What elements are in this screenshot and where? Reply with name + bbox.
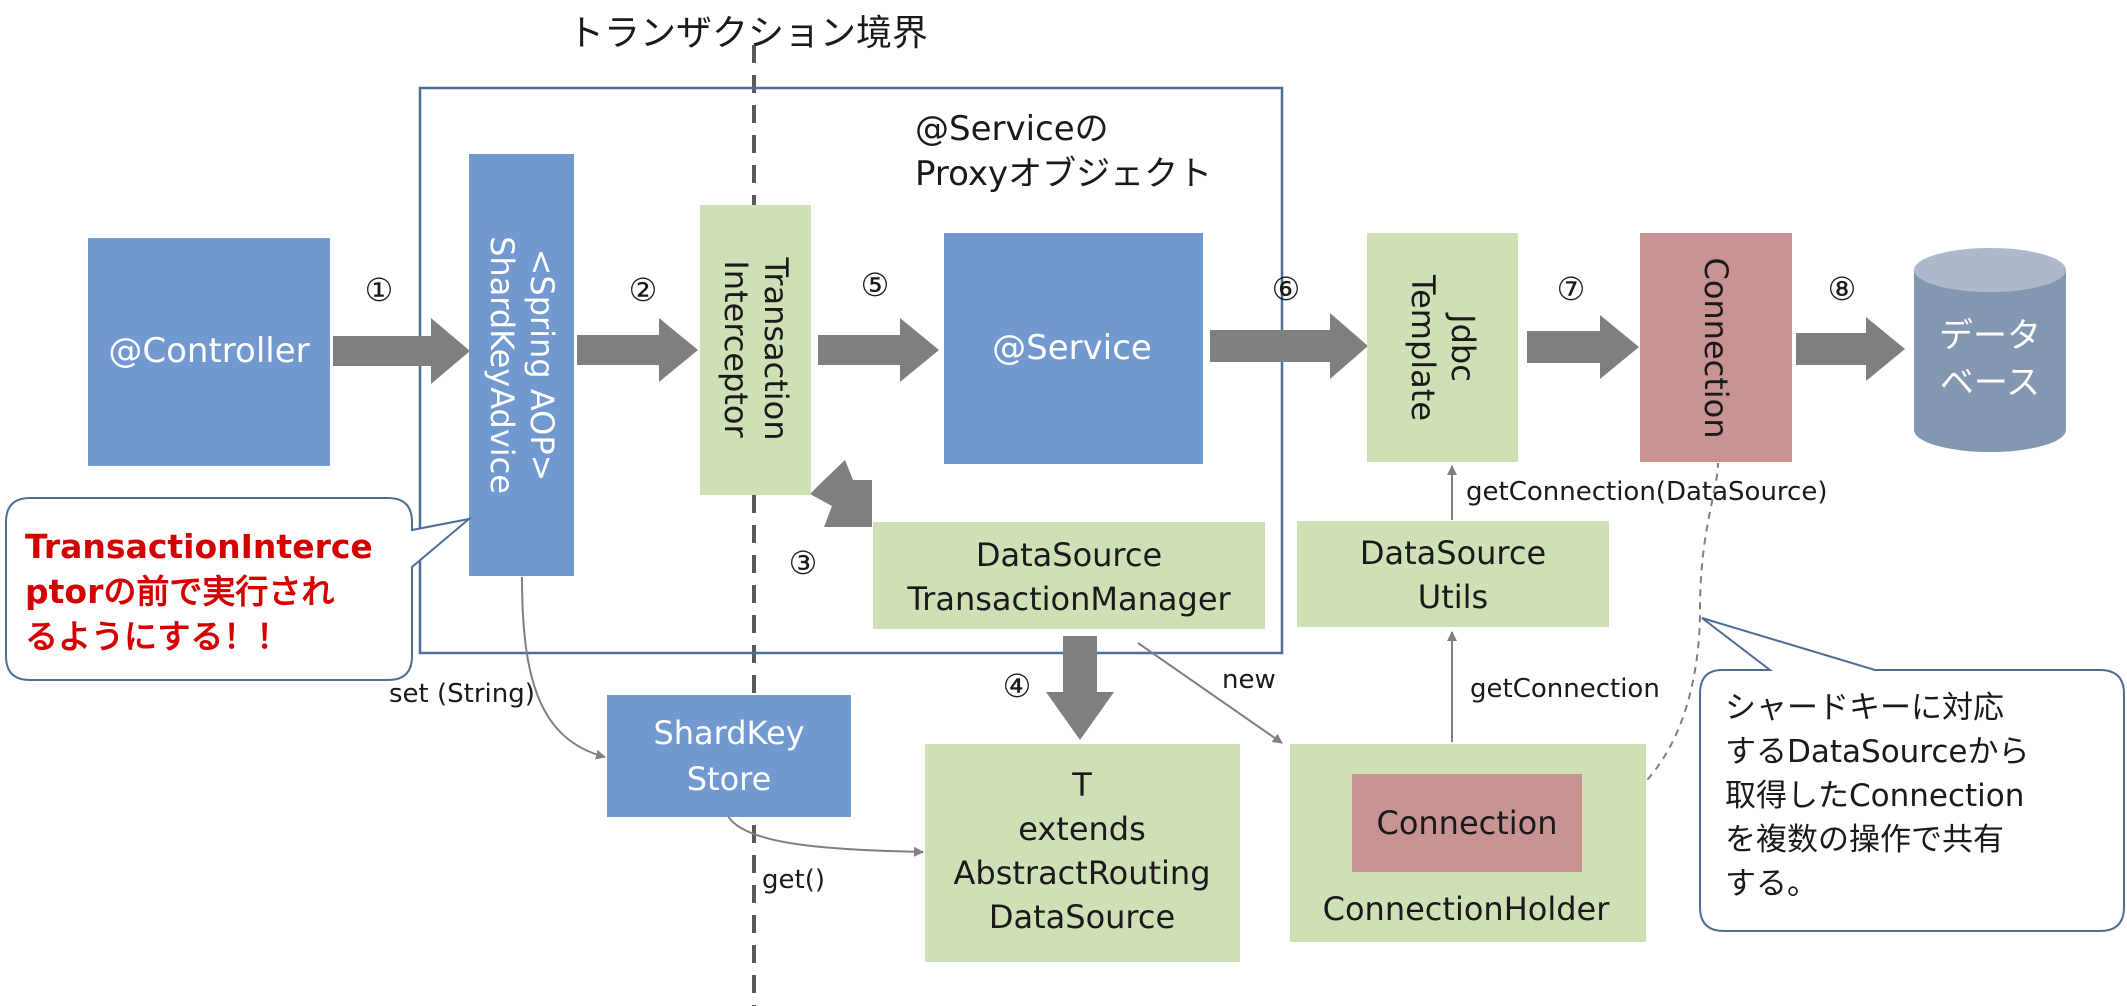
connection-inner-label: Connection (1376, 804, 1557, 842)
right-callout-bubble (1699, 617, 2125, 932)
flow-arrow-6 (1210, 313, 1368, 379)
proxy-label-line-1: @Serviceの (915, 109, 1109, 149)
edge-label-set-string: set (String) (389, 679, 535, 709)
right-callout-line-4: を複数の操作で共有 (1725, 822, 2004, 858)
step-8: ⑧ (1828, 270, 1857, 308)
proxy-label-line-2: Proxyオブジェクト (915, 154, 1212, 194)
flow-arrow-4 (1046, 636, 1114, 740)
connection-holder-label: ConnectionHolder (1323, 890, 1611, 928)
spring-aop-node (469, 154, 574, 576)
spring-aop-label-1: <Spring AOP> (523, 249, 561, 482)
datasource-utils-node (1297, 521, 1609, 627)
spring-aop-label-2: ShardKeyAdvice (483, 236, 521, 494)
shardkey-store-label-1: ShardKey (653, 714, 804, 752)
flow-arrow-7 (1527, 315, 1639, 379)
service-proxy-container (418, 86, 1284, 655)
service-label: @Service (992, 328, 1152, 368)
step-2: ② (629, 271, 658, 309)
routing-ds-label-2: extends (1018, 810, 1146, 848)
controller-node (88, 238, 330, 466)
connection-label: Connection (1697, 257, 1735, 438)
right-callout-line-2: するDataSourceから (1725, 734, 2030, 770)
routing-ds-label-1: T (1071, 766, 1092, 804)
database-label-2: ベース (1940, 363, 2040, 403)
edge-label-getconnection-ds: getConnection(DataSource) (1466, 477, 1827, 507)
step-4: ④ (1003, 667, 1032, 705)
left-callout-line-2: ptorの前で実行され (25, 572, 334, 611)
set-string-connector (521, 576, 606, 760)
routing-ds-label-4: DataSource (989, 898, 1175, 936)
left-callout-line-3: るようにする！！ (25, 617, 289, 656)
transaction-interceptor-label-2: Interceptor (717, 260, 755, 438)
get-connector (727, 815, 924, 857)
ds-tx-manager-label-1: DataSource (976, 536, 1162, 574)
ds-utils-label-2: Utils (1418, 578, 1488, 616)
datasource-transaction-manager-node (873, 522, 1265, 629)
step-3: ③ (789, 544, 818, 582)
database-label-1: データ (1939, 316, 2041, 356)
connection-inner-node (1352, 774, 1582, 872)
routing-ds-label-3: AbstractRouting (953, 854, 1210, 892)
edge-label-new: new (1222, 665, 1276, 695)
step-7: ⑦ (1557, 270, 1586, 308)
step-1: ① (365, 271, 394, 309)
service-node (944, 233, 1203, 464)
flow-arrow-3 (810, 460, 872, 527)
flow-arrow-5 (818, 318, 939, 382)
right-callout-line-1: シャードキーに対応 (1725, 690, 2004, 726)
step-6: ⑥ (1272, 270, 1301, 308)
left-callout-line-1: TransactionInterce (25, 527, 373, 566)
database-node (1914, 248, 2066, 452)
ds-tx-manager-label-2: TransactionManager (906, 580, 1231, 618)
routing-datasource-node (925, 744, 1240, 962)
right-callout-line-5: する。 (1725, 866, 1818, 902)
right-callout-line-3: 取得したConnection (1725, 778, 2024, 814)
flow-arrow-2 (577, 318, 698, 382)
jdbc-template-label-1: Jdbc (1444, 312, 1482, 382)
shardkey-store-node (607, 695, 851, 817)
ds-utils-label-1: DataSource (1360, 534, 1546, 572)
jdbc-template-label-2: Template (1404, 274, 1442, 421)
edge-label-get: get() (762, 865, 825, 895)
jdbc-template-node (1367, 233, 1518, 462)
connection-node (1640, 233, 1792, 462)
step-5: ⑤ (861, 266, 890, 304)
controller-label: @Controller (108, 331, 309, 371)
transaction-interceptor-node (700, 205, 811, 495)
flow-arrow-8 (1796, 317, 1905, 381)
flow-arrow-1 (333, 318, 470, 384)
transaction-boundary-label: トランザクション境界 (568, 13, 928, 54)
shardkey-store-label-2: Store (687, 760, 772, 798)
left-callout-bubble (5, 497, 473, 681)
transaction-interceptor-label-1: Transaction (757, 256, 795, 440)
edge-label-getconnection: getConnection (1470, 674, 1660, 704)
new-connector (1137, 642, 1283, 744)
